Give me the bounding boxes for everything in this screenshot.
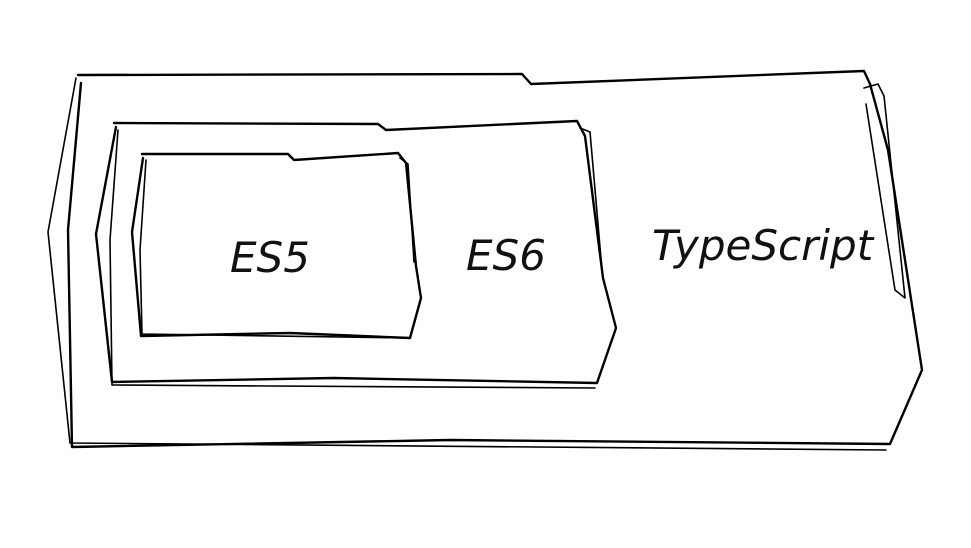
set-typescript: TypeScript: [47, 69, 924, 451]
set-es5-label: ES5: [230, 233, 310, 282]
set-es5-outline-stroke-3: [399, 157, 415, 263]
set-es6-outline-stroke-3: [579, 127, 603, 271]
set-typescript-label: TypeScript: [652, 221, 875, 270]
set-typescript-outline: [66, 69, 924, 449]
set-typescript-outline-stroke-2: [47, 77, 887, 451]
set-es5-outline: [130, 151, 423, 340]
set-es6-label: ES6: [466, 231, 546, 280]
set-typescript-outline-stroke-3: [863, 83, 906, 299]
set-es6-outline-stroke-2: [109, 129, 596, 389]
set-es5-outline-stroke-2: [139, 159, 409, 339]
set-es5: ES5: [130, 151, 423, 340]
set-es6: ES6: [94, 119, 618, 389]
set-es6-outline: [94, 119, 618, 385]
